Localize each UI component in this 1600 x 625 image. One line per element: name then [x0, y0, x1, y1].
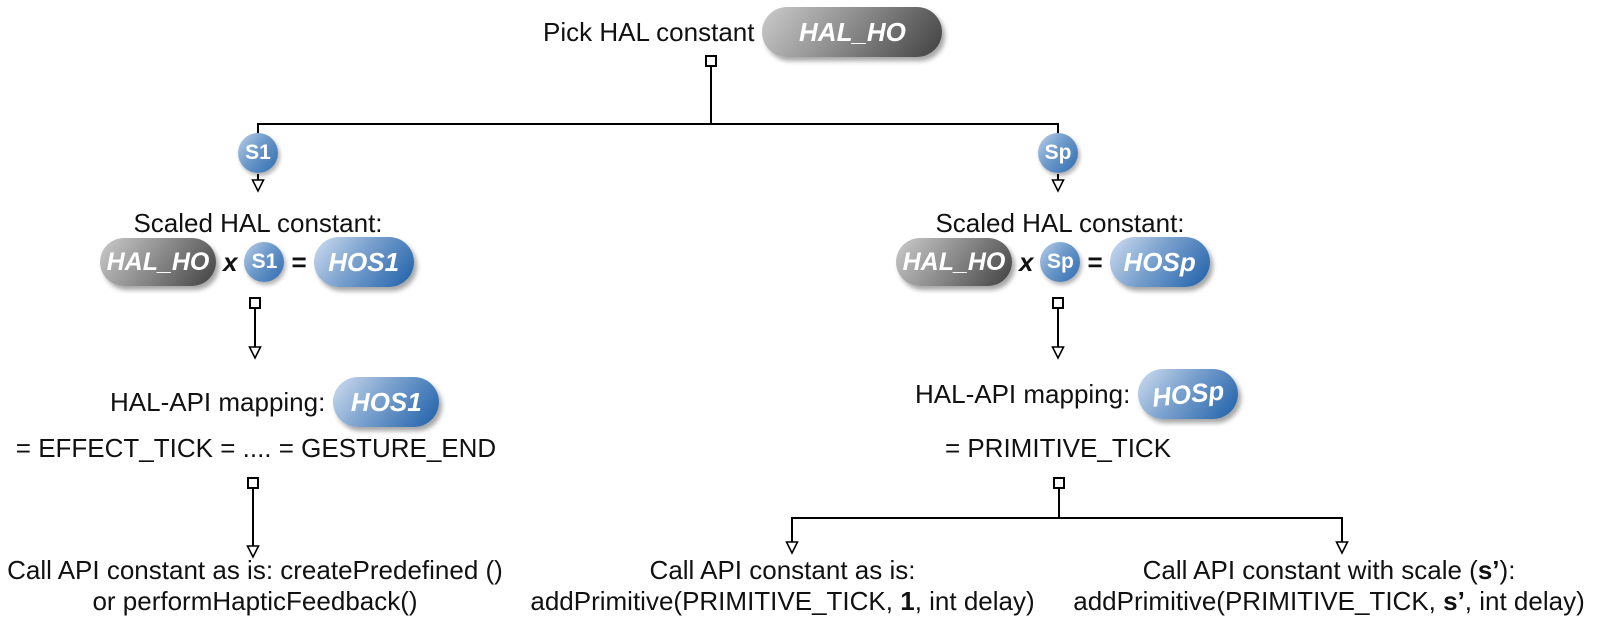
- call-bold: 1: [900, 586, 915, 616]
- left-mapping-to-action-arrow: [246, 477, 260, 559]
- right-mapping-node: HAL-API mapping: HOSp: [915, 369, 1239, 419]
- left-hal-constant-pill: HAL_HO: [100, 238, 216, 286]
- right-hal-constant-pill: HAL_HO: [896, 238, 1012, 286]
- right-multiply-operator: x: [1019, 246, 1034, 277]
- left-multiply-operator: x: [223, 246, 238, 277]
- root-connector-square: [705, 55, 717, 67]
- right-action-scaled-call: addPrimitive(PRIMITIVE_TICK, s’, int del…: [1063, 586, 1595, 617]
- left-scaled-result-pill: HOS1: [313, 237, 414, 287]
- right-selector-arrow: [1051, 174, 1065, 193]
- right-scaled-result-pill: HOSp: [1109, 237, 1210, 287]
- right-mapping-equation: = PRIMITIVE_TICK: [944, 433, 1172, 463]
- root-node: Pick HAL constant HAL_HO: [543, 7, 943, 57]
- left-mapping-pill: HOS1: [333, 377, 440, 427]
- left-action-line2: or performHapticFeedback(): [92, 586, 418, 616]
- root-hal-constant-pill: HAL_HO: [762, 7, 943, 57]
- right-action-as-is-title: Call API constant as is:: [649, 555, 916, 585]
- right-action-as-is-text: Call API constant as is: addPrimitive(PR…: [520, 555, 1045, 617]
- call-bold: s’: [1443, 586, 1465, 616]
- title-post: ):: [1499, 555, 1516, 585]
- right-mapping-pill: HOSp: [1138, 369, 1239, 419]
- title-pre: Call API constant with scale (: [1142, 555, 1478, 585]
- right-scaled-formula: HAL_HO x Sp = HOSp: [896, 237, 1210, 287]
- call-post: , int delay): [1464, 586, 1585, 616]
- call-post: , int delay): [914, 586, 1035, 616]
- left-scaled-formula: HAL_HO x S1 = HOS1: [100, 237, 414, 287]
- root-label: Pick HAL constant: [543, 17, 755, 47]
- selector-sp-badge: Sp: [1038, 133, 1078, 173]
- left-scaled-to-mapping-arrow: [248, 297, 262, 360]
- right-scaled-heading: Scaled HAL constant:: [935, 208, 1185, 238]
- root-branch-connector: [257, 66, 1059, 136]
- right-action-scaled-text: Call API constant with scale (s’): addPr…: [1063, 555, 1595, 617]
- right-mapping-pill-label: HOSp: [1150, 374, 1226, 413]
- left-scale-factor-badge: S1: [244, 242, 285, 282]
- right-mapping-heading: HAL-API mapping:: [915, 379, 1131, 409]
- left-selector-arrow: [251, 174, 265, 193]
- left-action-text: Call API constant as is: createPredefine…: [2, 555, 508, 617]
- right-mapping-fork-connector: [785, 477, 1349, 555]
- right-scaled-to-mapping-arrow: [1051, 297, 1065, 360]
- right-scale-factor-badge: Sp: [1040, 242, 1081, 282]
- call-pre: addPrimitive(PRIMITIVE_TICK,: [530, 586, 901, 616]
- left-mapping-node: HAL-API mapping: HOS1: [110, 377, 440, 427]
- call-pre: addPrimitive(PRIMITIVE_TICK,: [1073, 586, 1444, 616]
- right-action-scaled-title: Call API constant with scale (s’):: [1143, 555, 1516, 585]
- left-action-line1: Call API constant as is: createPredefine…: [7, 555, 503, 585]
- left-equals-operator: =: [291, 246, 307, 277]
- right-action-as-is-call: addPrimitive(PRIMITIVE_TICK, 1, int dela…: [520, 586, 1045, 617]
- left-scaled-heading: Scaled HAL constant:: [133, 208, 383, 238]
- selector-s1-badge: S1: [238, 133, 278, 173]
- title-bold: s’: [1477, 555, 1500, 585]
- right-equals-operator: =: [1087, 246, 1103, 277]
- left-mapping-equation: = EFFECT_TICK = .... = GESTURE_END: [15, 433, 497, 463]
- left-mapping-heading: HAL-API mapping:: [110, 387, 326, 417]
